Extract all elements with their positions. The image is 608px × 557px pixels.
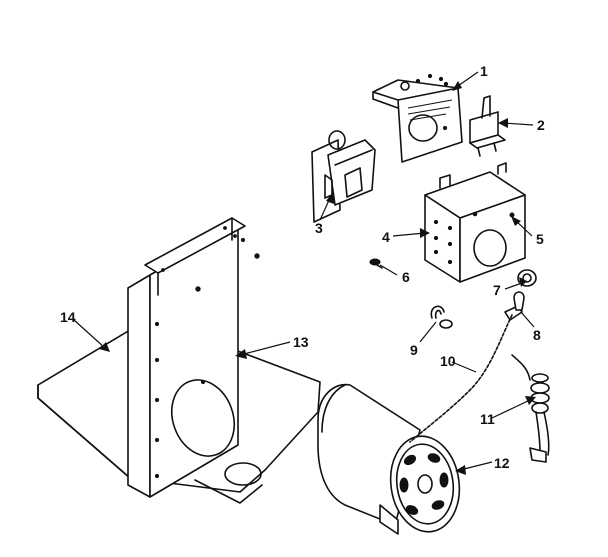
leader-lines [73, 71, 536, 475]
part-6-screw [369, 258, 383, 269]
callout-14: 14 [60, 309, 76, 325]
callout-7: 7 [493, 282, 501, 298]
callout-10: 10 [440, 353, 456, 369]
part-1-thermostat-control [372, 73, 463, 163]
part-10-wire-harness [409, 305, 523, 443]
part-4-control-box [424, 162, 526, 283]
callout-8: 8 [533, 327, 541, 343]
part-8-wire-nut [513, 291, 525, 311]
callout-1: 1 [480, 63, 488, 79]
part-12-blower-motor [317, 383, 461, 535]
part-13-vertical-panel [127, 217, 260, 498]
callout-11: 11 [480, 411, 495, 427]
part-2-switch [469, 95, 506, 157]
callout-labels: 1 2 3 4 5 6 7 8 9 10 11 12 13 14 [60, 63, 545, 471]
part-11-cord-set [511, 354, 550, 463]
callout-2: 2 [537, 117, 545, 133]
callout-5: 5 [536, 231, 544, 247]
callout-9: 9 [410, 342, 418, 358]
callout-6: 6 [402, 269, 410, 285]
callout-3: 3 [315, 220, 323, 236]
part-9-clip [430, 305, 453, 329]
callout-13: 13 [293, 334, 309, 350]
callout-12: 12 [494, 455, 510, 471]
part-3-relay-assembly [311, 130, 376, 223]
callout-4: 4 [382, 229, 390, 245]
